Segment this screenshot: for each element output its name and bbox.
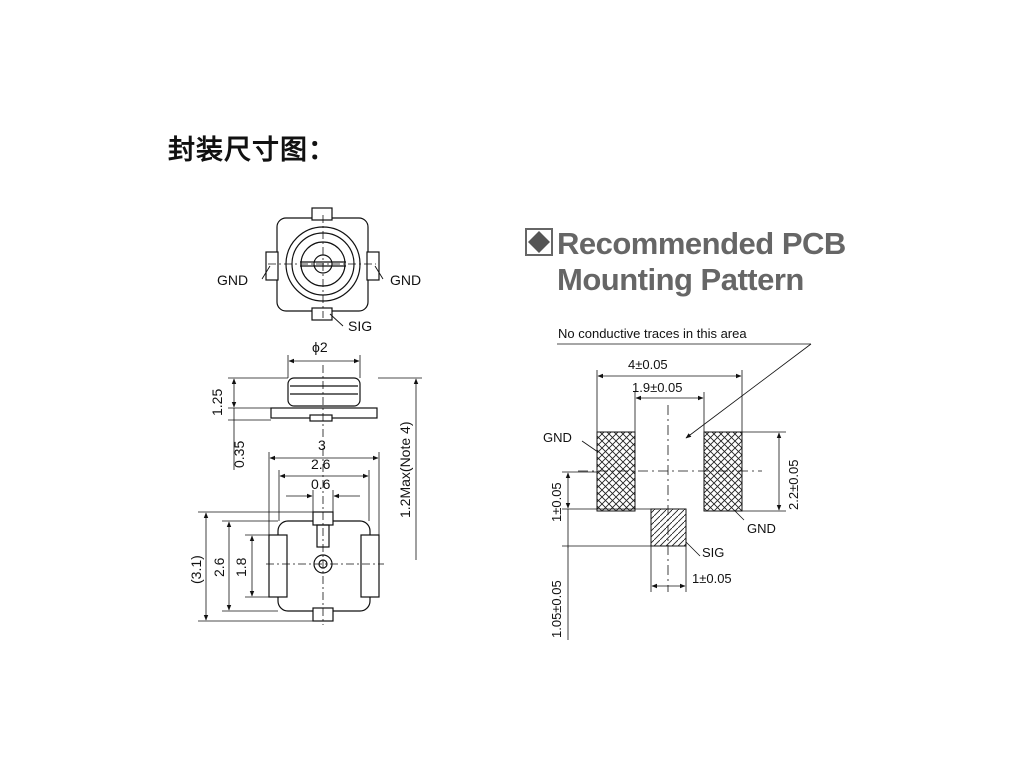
pcb-gnd-left-label: GND <box>543 430 572 445</box>
bottom-view <box>198 448 384 625</box>
pcb-heading-line2: Mounting Pattern <box>557 262 804 297</box>
pcb-heading-icon <box>525 228 553 256</box>
bottom-h-body-label: 2.6 <box>211 557 227 577</box>
side-dia-label: ϕ2 <box>312 339 328 355</box>
pcb-gnd-pad-left <box>596 431 636 512</box>
page-title: 封装尺寸图： <box>168 135 336 166</box>
pcb-pattern <box>557 343 812 640</box>
pcb-dim-gnd-height: 2.2±0.05 <box>786 459 801 510</box>
bottom-w-sig-label: 0.6 <box>311 476 331 492</box>
pcb-dim-outer: 4±0.05 <box>628 357 668 372</box>
pcb-gnd-right-label: GND <box>747 521 776 536</box>
bottom-gnd-pad-right <box>360 534 380 598</box>
bottom-w-total-label: 3 <box>318 437 326 453</box>
bottom-view-body <box>277 520 371 612</box>
side-view <box>228 355 422 560</box>
pcb-no-trace-note: No conductive traces in this area <box>558 326 747 341</box>
side-max-height-label: 1.2Max(Note 4) <box>397 422 413 518</box>
bottom-gnd-pad-left <box>268 534 288 598</box>
top-view <box>261 207 384 327</box>
pcb-dim-sig-offset: 1.05±0.05 <box>549 580 564 638</box>
bottom-h-pad-label: 1.8 <box>233 557 249 577</box>
bottom-h-overall-label: (3.1) <box>188 555 204 584</box>
pcb-sig-pad <box>650 508 687 547</box>
pcb-gnd-pad-right <box>703 431 743 512</box>
pcb-dim-pad-left: 1±0.05 <box>549 482 564 522</box>
pcb-sig-label: SIG <box>702 545 724 560</box>
pcb-dim-sig-width: 1±0.05 <box>692 571 732 586</box>
pcb-dim-inner: 1.9±0.05 <box>632 380 683 395</box>
top-gnd-left-label: GND <box>217 272 248 288</box>
side-view-body <box>287 377 361 407</box>
pcb-heading-line1: Recommended PCB <box>557 226 846 261</box>
top-sig-label: SIG <box>348 318 372 334</box>
side-h-base-label: 0.35 <box>231 441 247 468</box>
bottom-w-pads-label: 2.6 <box>311 456 331 472</box>
side-h-body-label: 1.25 <box>209 389 225 416</box>
top-gnd-right-label: GND <box>390 272 421 288</box>
